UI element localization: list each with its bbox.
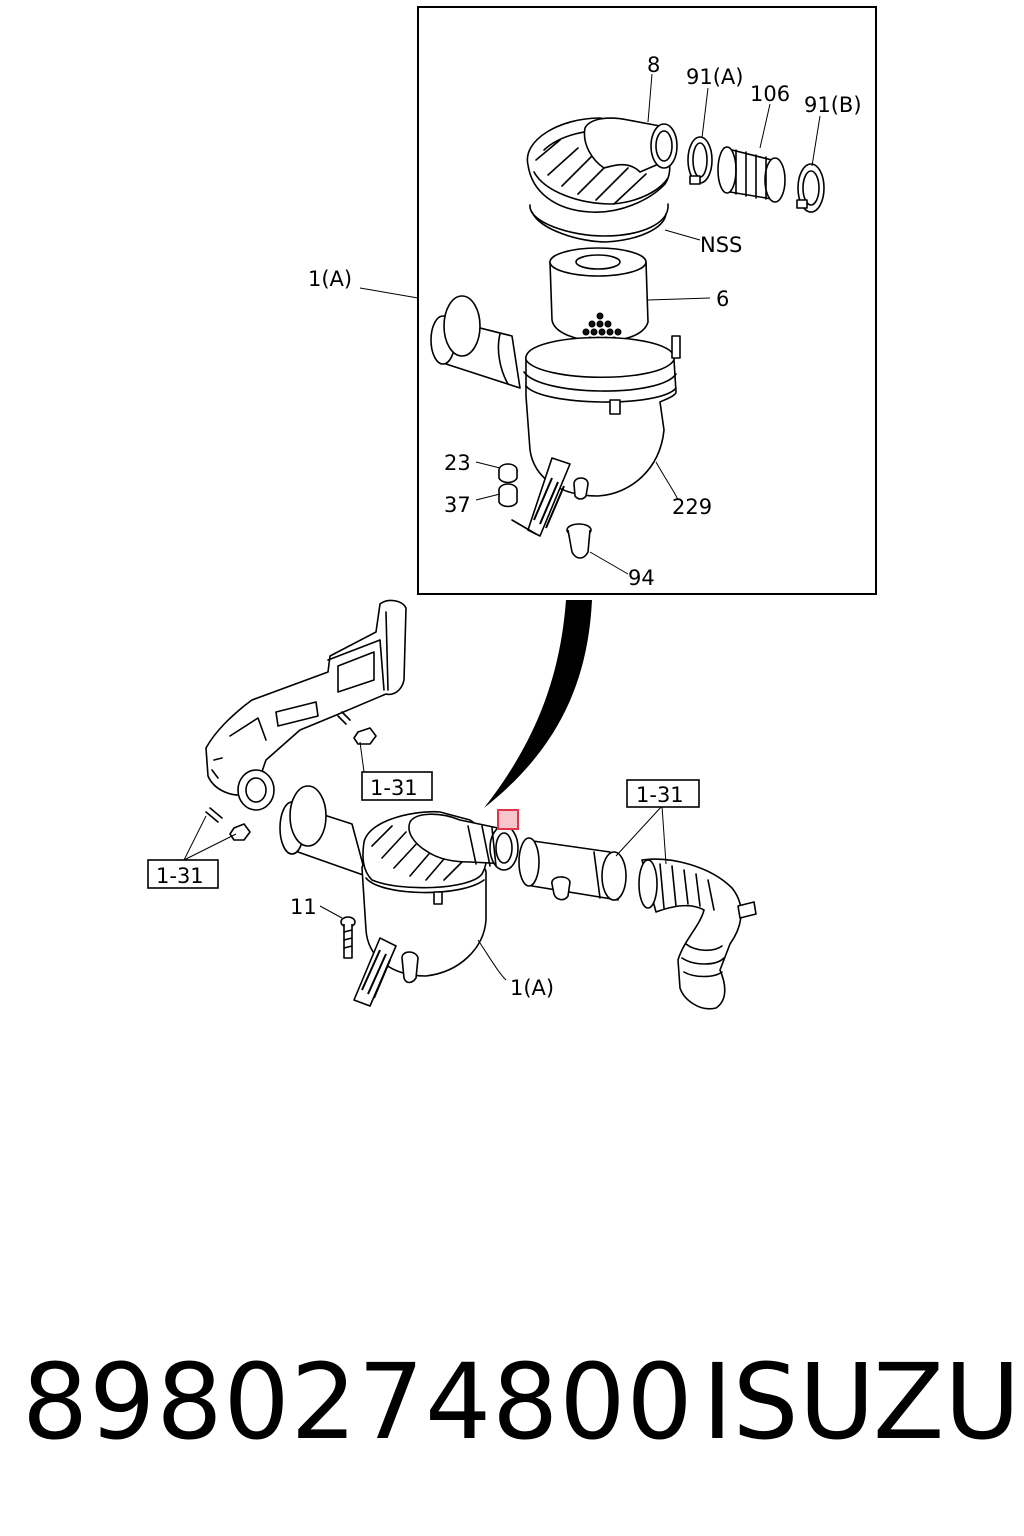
clamp-91b [796, 163, 825, 213]
nut-23 [498, 463, 518, 484]
label-106: 106 [750, 82, 790, 106]
air-cleaner-lid [526, 117, 678, 213]
clamp-91a [687, 136, 713, 185]
label-229: 229 [672, 495, 712, 519]
label-91b: 91(B) [804, 93, 862, 117]
label-8: 8 [647, 53, 660, 77]
label-91a: 91(A) [686, 65, 743, 89]
intake-duct [518, 837, 627, 901]
mount-bracket [511, 457, 571, 537]
label-nss: NSS [700, 233, 742, 257]
ref-box-3: 1-31 [147, 859, 219, 889]
bracket-nut-upper [337, 711, 377, 745]
inlet-pipe [279, 785, 367, 877]
detail-leaders [359, 73, 821, 575]
air-cleaner-main [353, 810, 519, 1007]
brand-name: ISUZU [702, 1341, 1021, 1463]
air-cleaner-housing [430, 295, 681, 497]
ref-label-2: 1-31 [636, 783, 684, 807]
part-number: 8980274800 [22, 1341, 694, 1463]
label-11: 11 [290, 895, 317, 919]
ref-label-3: 1-31 [156, 864, 204, 888]
label-23: 23 [444, 451, 471, 475]
label-1a-main: 1(A) [510, 976, 554, 1000]
filter-element [549, 247, 649, 344]
seal-ring-nss [529, 203, 669, 237]
bracket-nut-lower [205, 807, 251, 841]
bolt-11 [340, 916, 356, 959]
main-assembly: 1-31 1-31 1-31 11 1(A) [147, 599, 757, 1010]
detail-inset: 8 91(A) 106 91(B) NSS 1(A) 6 23 37 229 9… [308, 6, 877, 595]
corrugated-hose [638, 858, 757, 1010]
callout-pointer [484, 600, 592, 808]
main-leaders [183, 741, 667, 981]
highlight-marker [497, 809, 519, 830]
hose-106 [717, 146, 786, 203]
label-37: 37 [444, 493, 471, 517]
label-1a-detail: 1(A) [308, 267, 352, 291]
label-6: 6 [716, 287, 729, 311]
ref-box-2: 1-31 [626, 779, 700, 808]
valve-94 [566, 477, 592, 559]
ref-box-1: 1-31 [361, 771, 433, 801]
label-94: 94 [628, 566, 655, 590]
bushing-37 [498, 483, 518, 508]
ref-label-1: 1-31 [370, 776, 418, 800]
frame-bracket [205, 599, 407, 811]
